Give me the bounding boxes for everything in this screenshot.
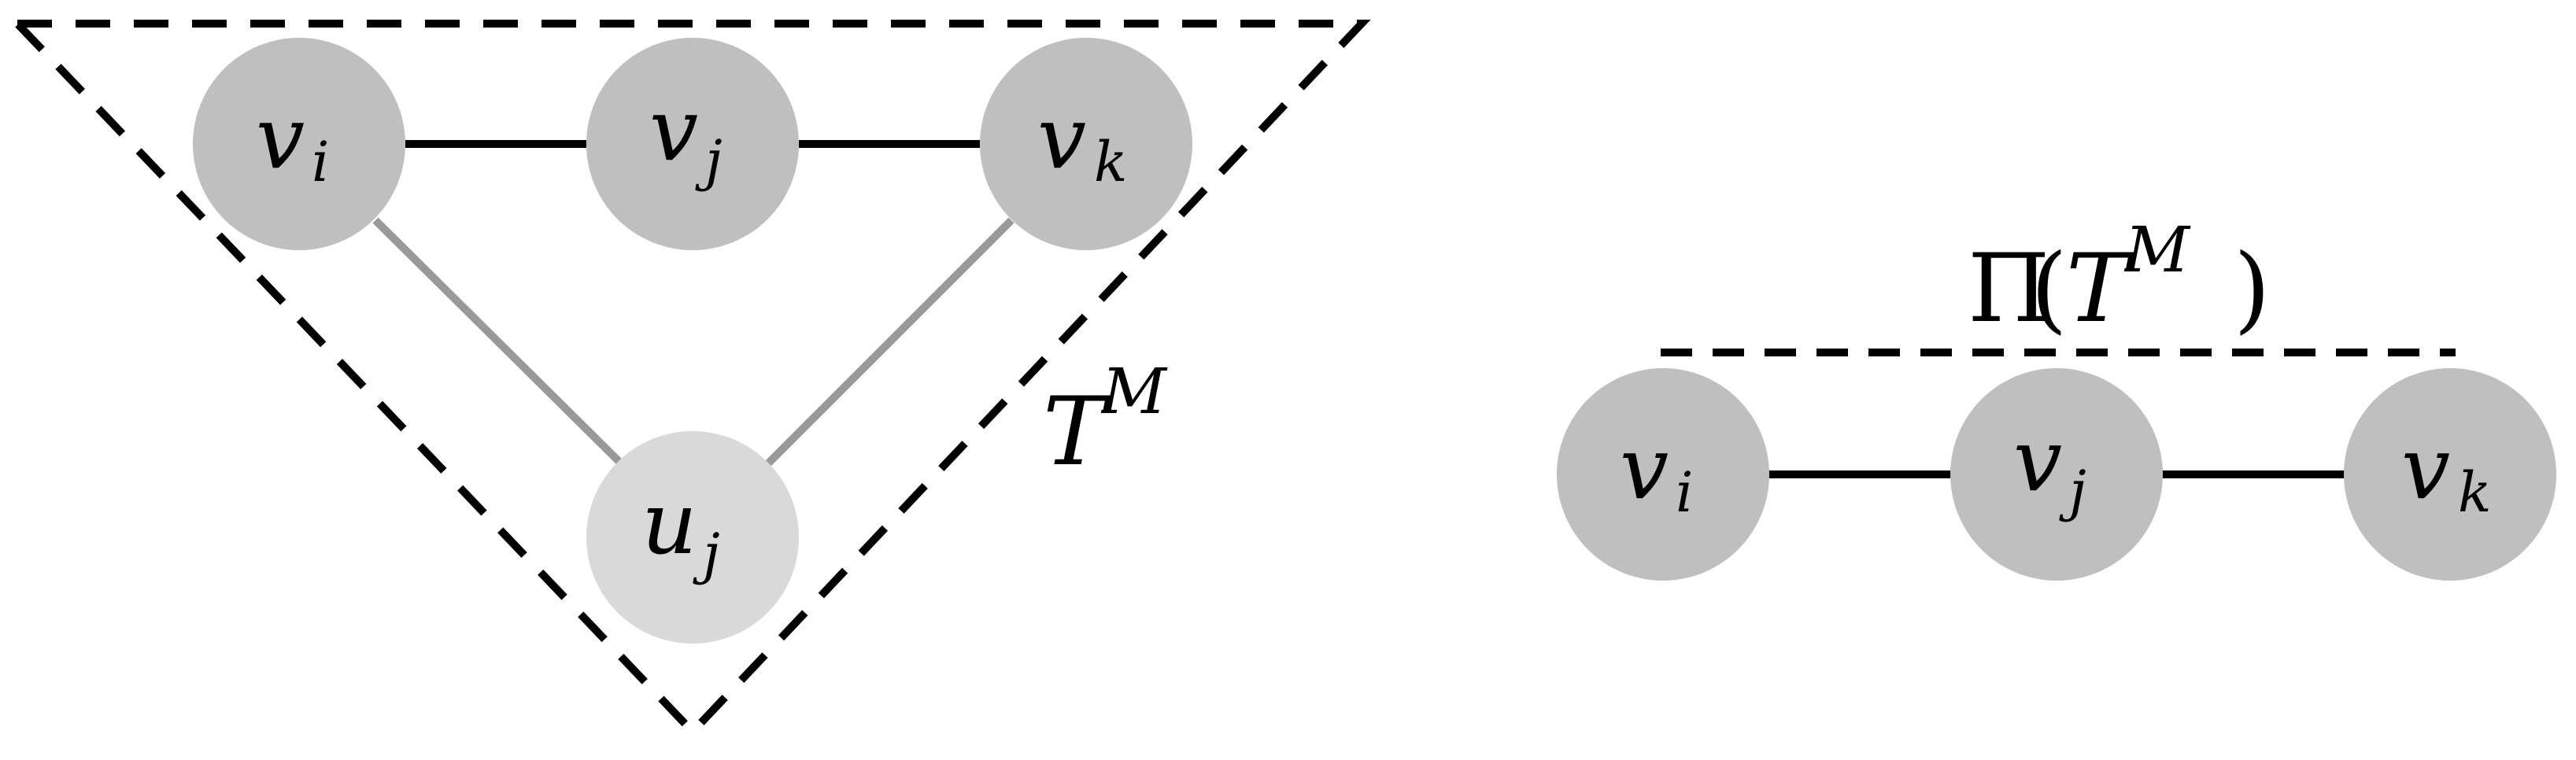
projection-label-open: ( xyxy=(2031,234,2068,344)
region-label-base: T xyxy=(1043,378,1112,487)
node-right-vj-base: v xyxy=(2013,410,2062,511)
node-right-vi-base: v xyxy=(1620,418,1669,518)
edge-vk-uj xyxy=(764,217,1015,467)
projection-label-sup: M xyxy=(2123,213,2191,286)
node-right-vi-sub: i xyxy=(1676,460,1693,525)
node-vj: v j xyxy=(586,38,799,250)
edge-vi-uj xyxy=(372,217,625,467)
node-vj-base: v xyxy=(649,79,698,180)
projection-label-base: T xyxy=(2066,234,2135,344)
region-boundary-triangle xyxy=(8,20,1371,738)
node-right-vi: v i xyxy=(1557,368,1769,581)
region-label: T M xyxy=(1043,355,1168,487)
node-vk-sub: k xyxy=(1094,130,1127,194)
node-right-vk-sub: k xyxy=(2458,460,2491,525)
node-uj: u j xyxy=(586,431,799,644)
node-vi-sub: i xyxy=(312,130,329,194)
right-diagram: Π ( T M ) v i v j v k xyxy=(1557,213,2556,581)
node-vk-base: v xyxy=(1037,87,1086,188)
node-right-vj: v j xyxy=(1950,368,2163,581)
left-diagram: v i v j v k u j T M xyxy=(8,20,1371,738)
node-right-vk: v k xyxy=(2344,368,2556,581)
region-label-sup: M xyxy=(1100,355,1168,428)
node-vi: v i xyxy=(193,38,405,250)
projection-label: Π ( T M ) xyxy=(1968,213,2271,344)
projection-label-pi: Π xyxy=(1968,234,2050,344)
node-uj-base: u xyxy=(641,473,697,574)
node-vk: v k xyxy=(980,38,1192,250)
node-right-vk-base: v xyxy=(2401,418,2450,518)
node-vi-base: v xyxy=(256,87,305,188)
projection-label-close: ) xyxy=(2234,234,2271,344)
